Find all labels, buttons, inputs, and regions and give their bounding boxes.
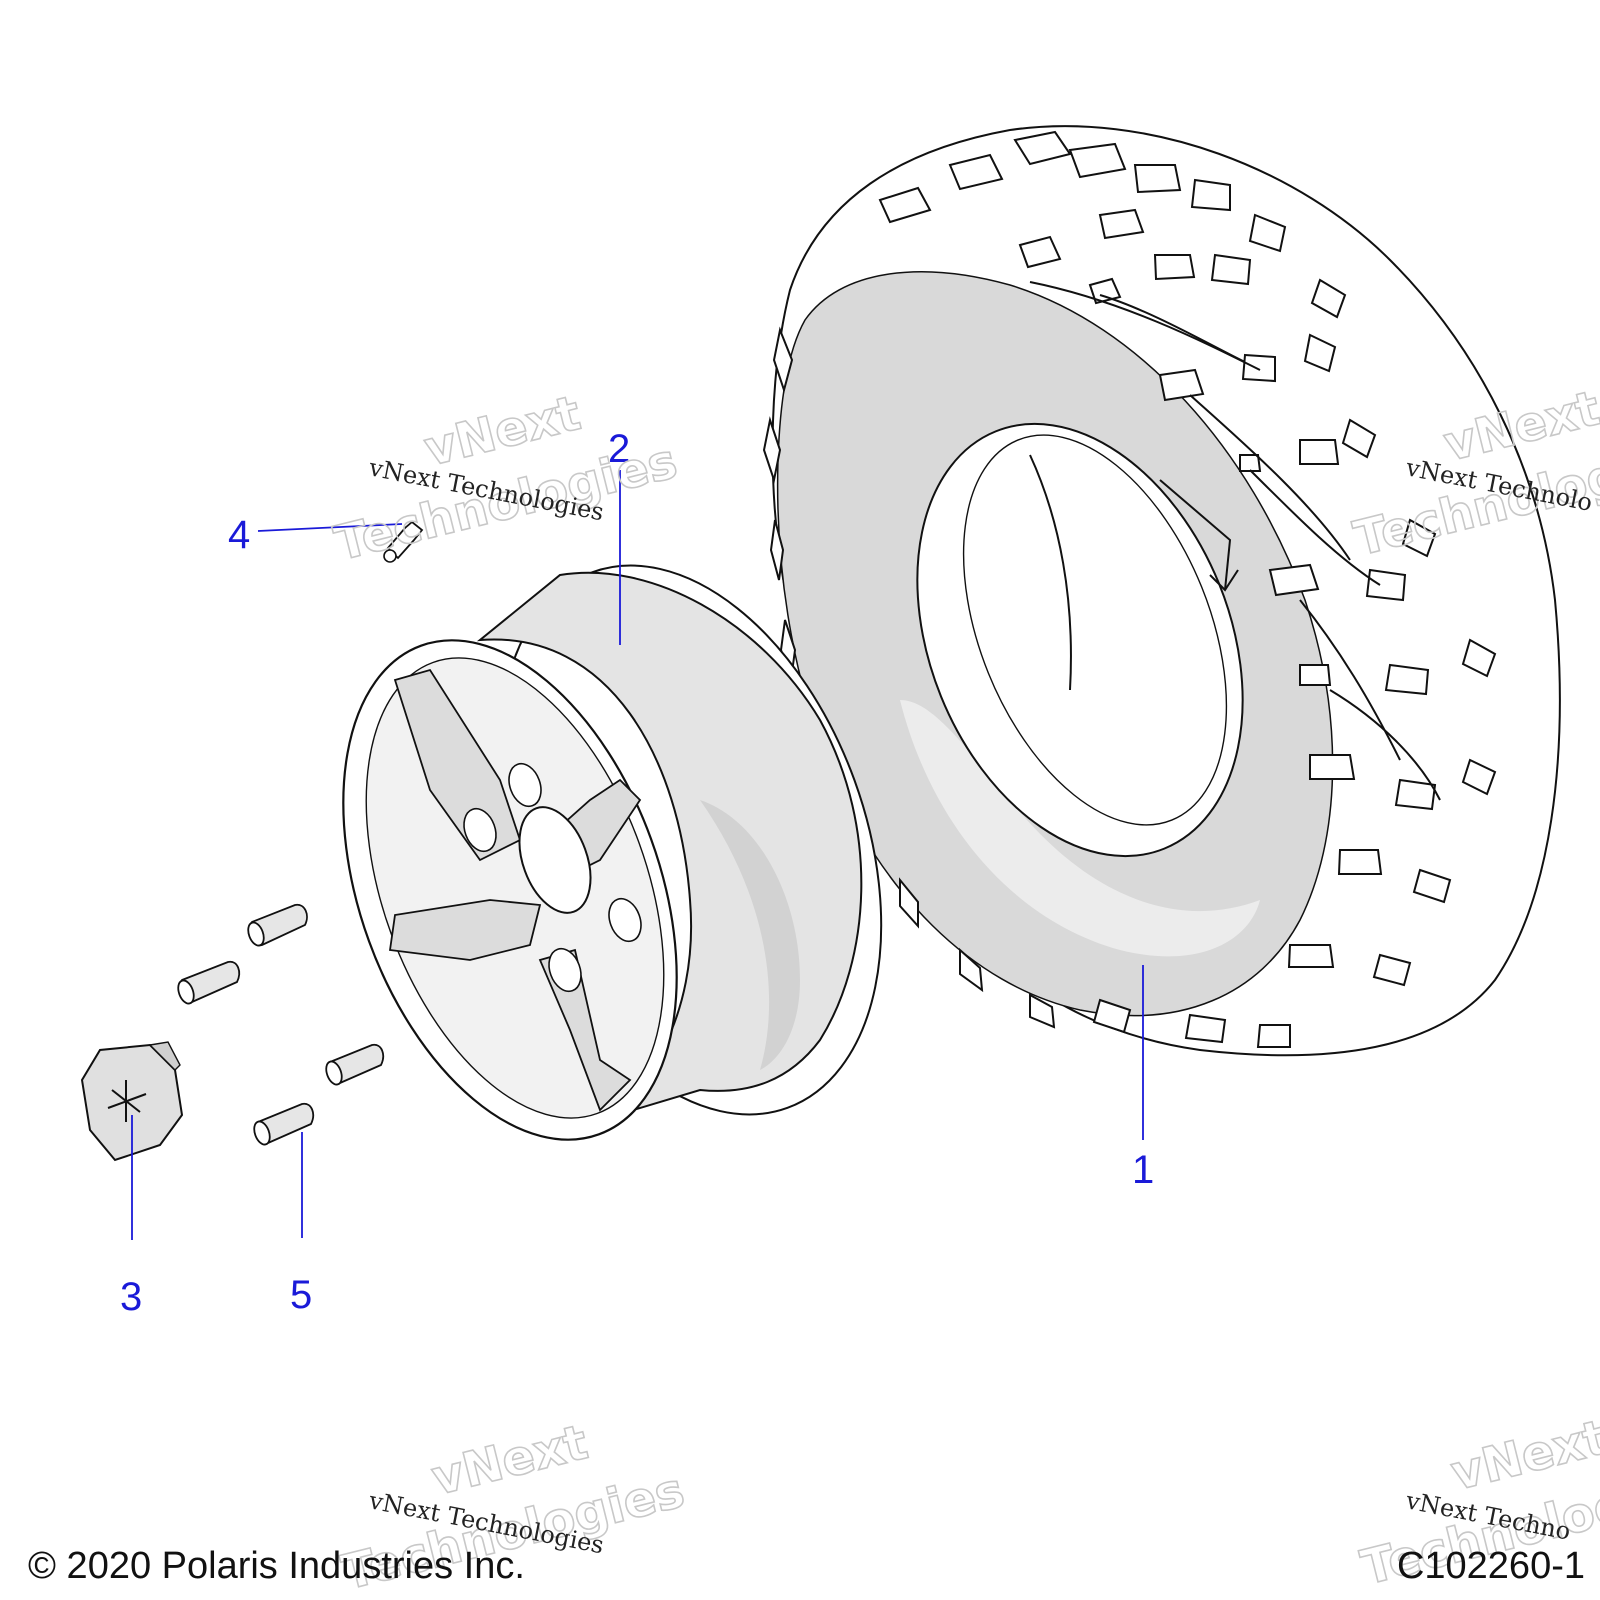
- callout-numbers: 1 2 3 4 5: [120, 427, 1154, 1319]
- leader-lines: [131, 470, 1144, 1240]
- lug-nut: [325, 1043, 385, 1086]
- tire: [762, 125, 1561, 1057]
- copyright-text: © 2020 Polaris Industries Inc.: [28, 1545, 525, 1587]
- lug-nuts: [177, 903, 385, 1146]
- callout-4: 4: [228, 513, 250, 557]
- callout-1: 1: [1132, 1148, 1154, 1192]
- tread-lugs: [762, 130, 1497, 1048]
- valve-stem: [383, 520, 424, 563]
- figure-code: C102260-1: [1397, 1545, 1585, 1587]
- lug-nut: [247, 903, 308, 947]
- lug-nut: [177, 960, 241, 1005]
- wheel: [342, 564, 883, 1141]
- center-cap: [80, 1041, 184, 1162]
- wheel-hub-bore: [518, 806, 592, 914]
- callout-3: 3: [120, 1275, 142, 1319]
- watermark-top-left: vNext Technologies: [328, 384, 683, 573]
- callout-2: 2: [608, 427, 630, 471]
- callout-5: 5: [290, 1273, 312, 1317]
- lug-nut: [253, 1102, 315, 1146]
